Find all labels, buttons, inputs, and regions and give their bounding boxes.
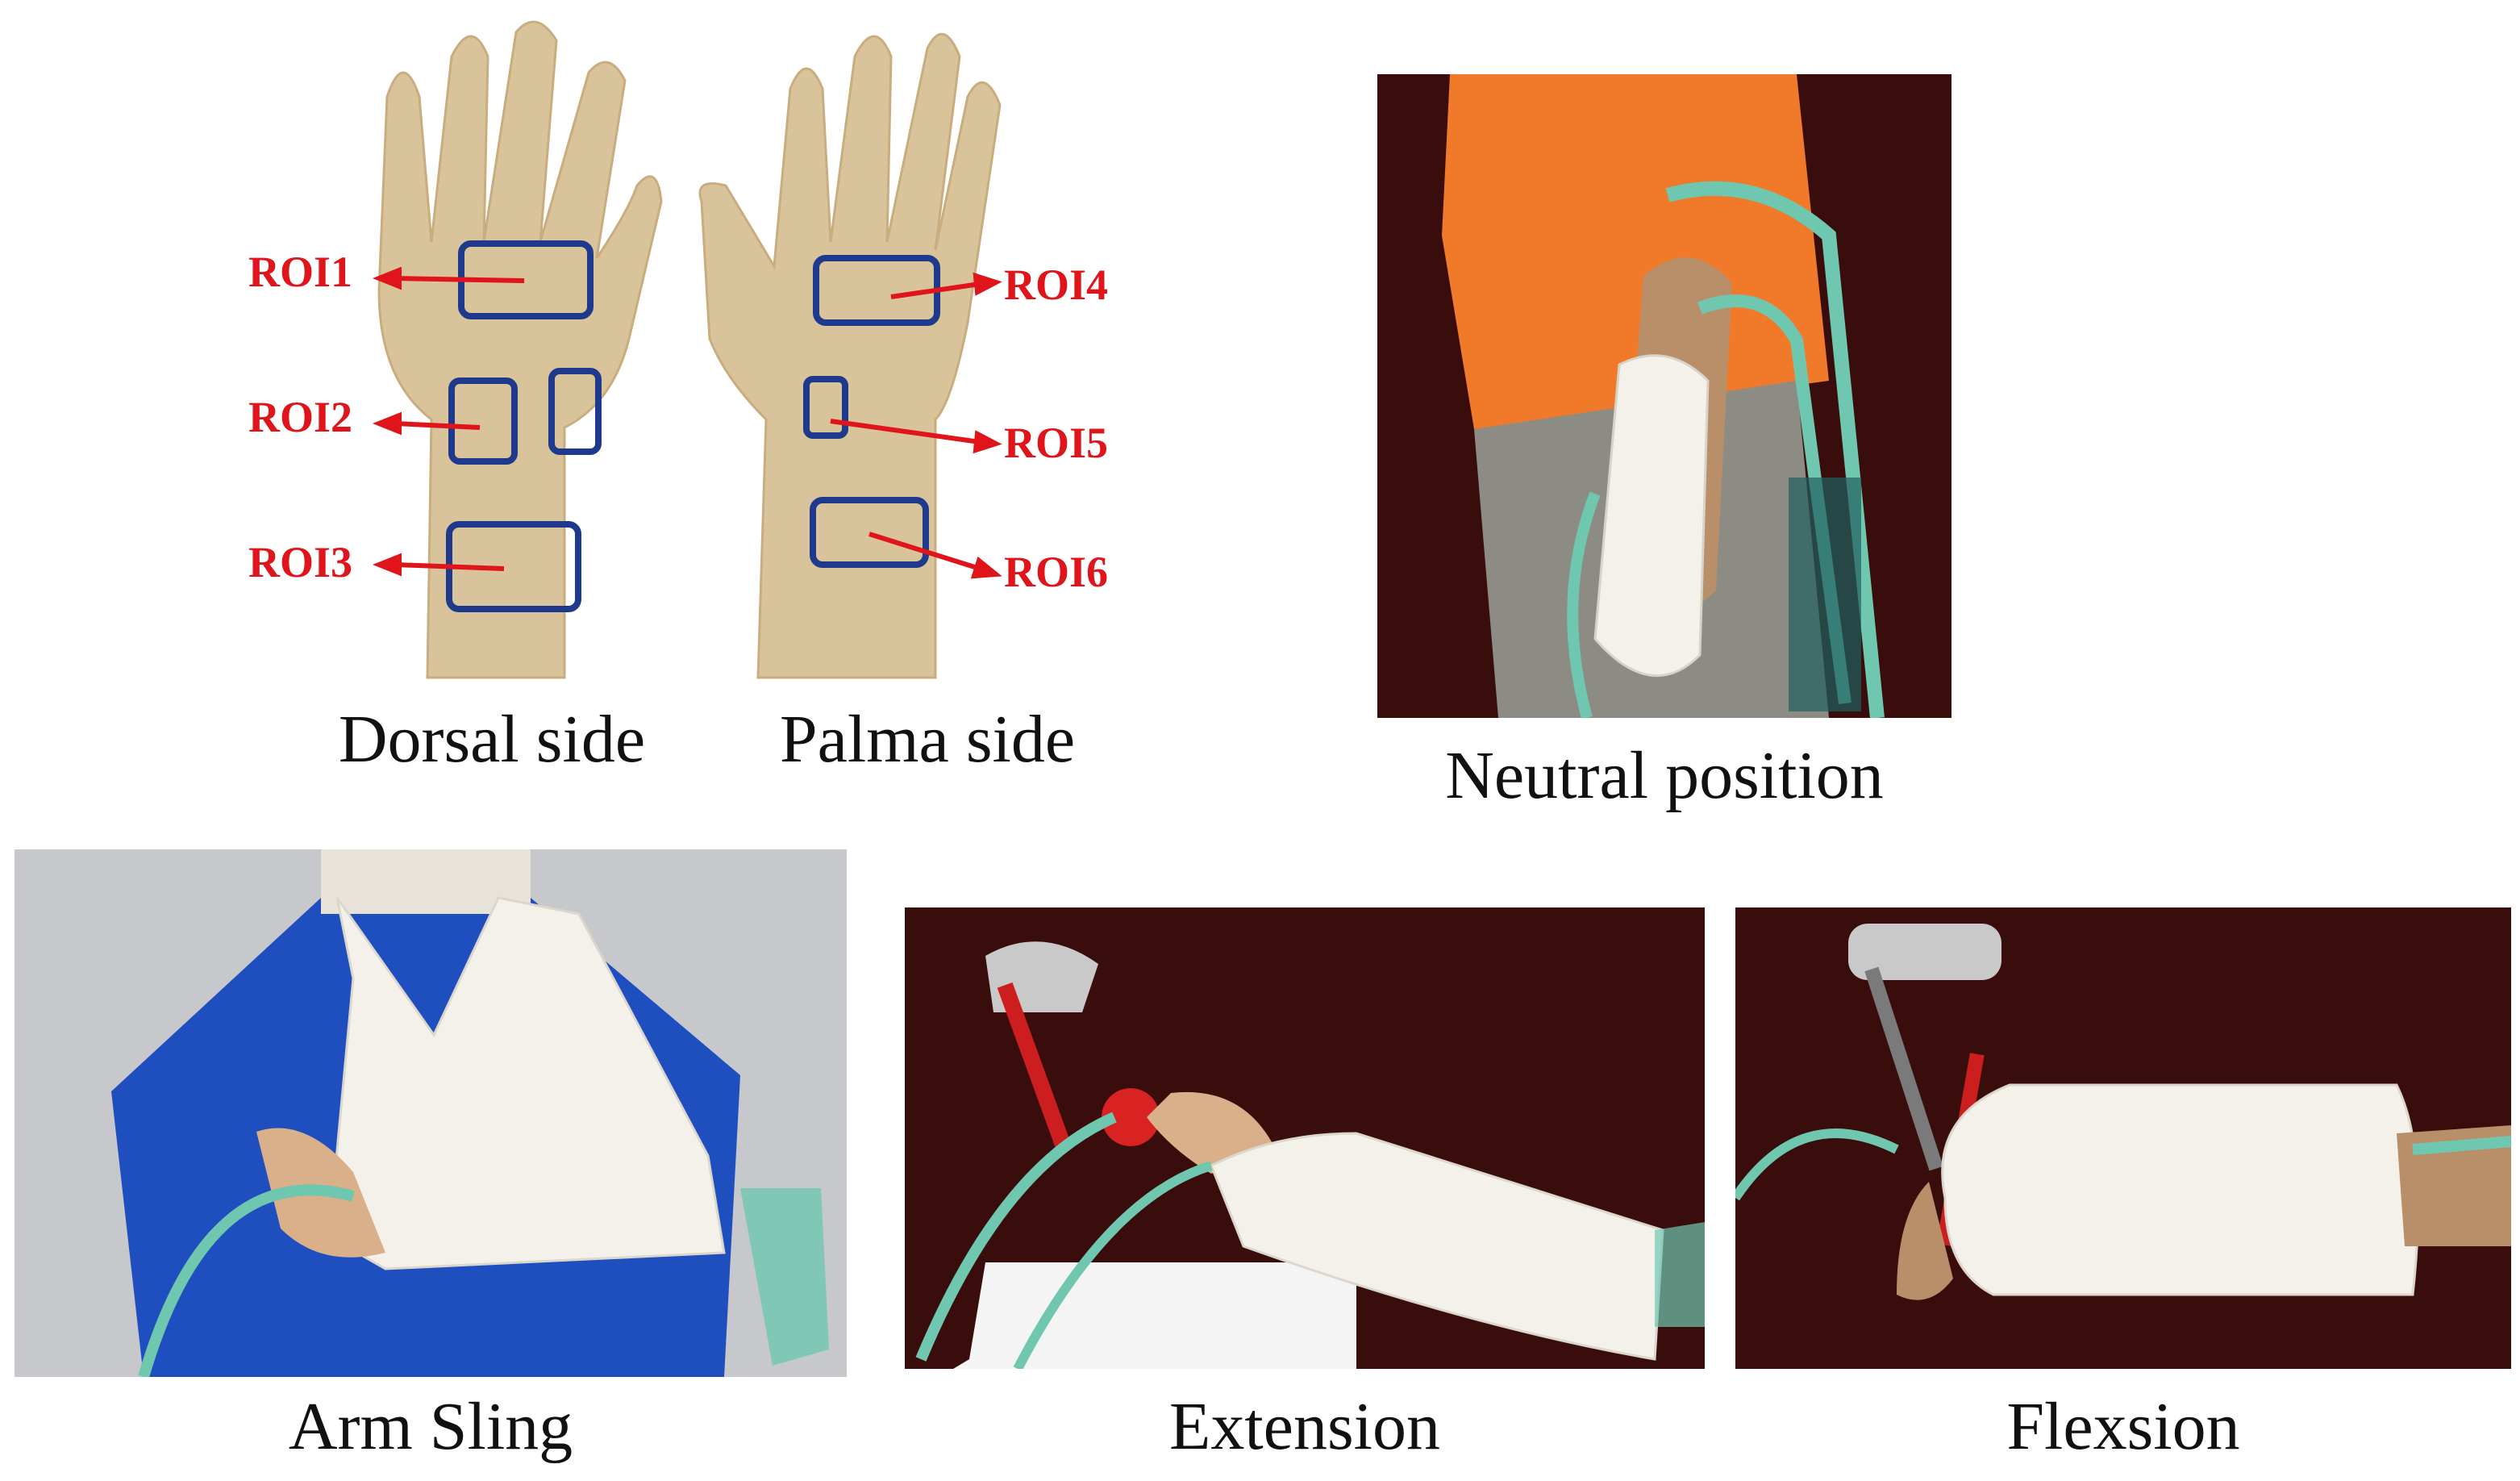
arm-sling-photo (15, 849, 847, 1377)
hands-roi-panel: ROI1 ROI2 ROI3 ROI4 ROI5 ROI6 (0, 0, 1258, 807)
roi5-label: ROI5 (1004, 419, 1109, 467)
flexion-photo (1735, 907, 2511, 1369)
roi2-label: ROI2 (248, 393, 353, 441)
roi-arrows (372, 266, 1002, 579)
dorsal-hand (377, 20, 663, 679)
neutral-position-photo (1377, 74, 1951, 718)
roi3-label: ROI3 (248, 538, 353, 586)
dorsal-side-caption: Dorsal side (338, 702, 646, 777)
flexion-caption: Flexsion (2006, 1389, 2240, 1464)
arm-sling-caption: Arm Sling (288, 1389, 573, 1464)
roi6-label: ROI6 (1004, 548, 1109, 596)
extension-photo (905, 907, 1705, 1369)
palma-hand (698, 32, 1002, 679)
roi1-label: ROI1 (248, 248, 353, 296)
palma-side-caption: Palma side (779, 702, 1076, 777)
hands-illustration (372, 20, 1002, 679)
roi4-label: ROI4 (1004, 261, 1109, 309)
extension-caption: Extension (1169, 1389, 1440, 1464)
neutral-position-caption: Neutral position (1445, 738, 1884, 813)
